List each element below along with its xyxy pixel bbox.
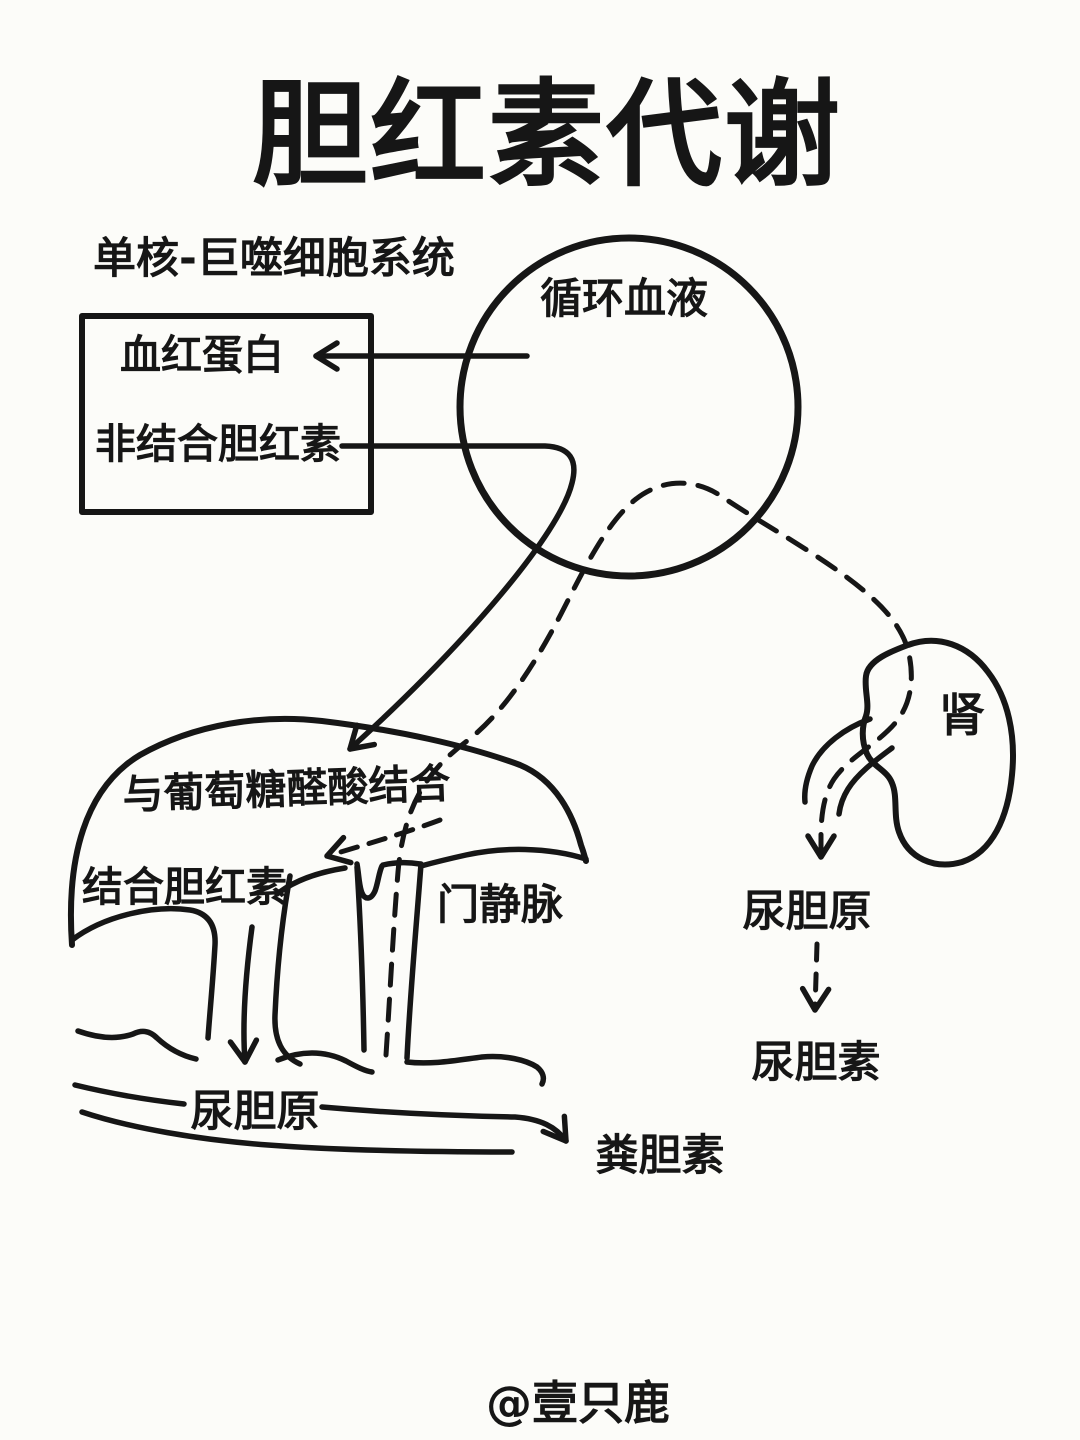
liver-bottom-right-edge bbox=[418, 846, 589, 869]
ureter-line-1 bbox=[802, 716, 873, 805]
arrow-bile-to-intestine bbox=[227, 924, 260, 1065]
kidney-outline bbox=[859, 637, 1016, 868]
liver-bottom-edge bbox=[274, 865, 348, 897]
intestine-line-1 bbox=[75, 1028, 199, 1062]
circulating-blood-label: 循环血液 bbox=[540, 274, 708, 323]
ureter-line-2 bbox=[836, 745, 895, 817]
diagram-title: 胆红素代谢 bbox=[252, 68, 842, 203]
portal-vein-shape bbox=[354, 861, 424, 1061]
liver-dome-outline bbox=[67, 715, 589, 948]
urobilin-label: 尿胆素 bbox=[752, 1038, 881, 1088]
arrow-unconjugated-to-liver bbox=[339, 443, 577, 752]
intestine-shape bbox=[72, 1028, 547, 1155]
stercobilin-label: 粪胆素 bbox=[596, 1131, 725, 1181]
liver-bottom-edge-right bbox=[380, 859, 423, 868]
liver-left-lobe-and-duct-wall bbox=[69, 906, 218, 1041]
portal-vein-right-wall bbox=[404, 861, 424, 1061]
intestine-line-3 bbox=[404, 1053, 547, 1087]
dashed-arrow-urobilinogen-to-urobilin bbox=[799, 941, 832, 1013]
conjugated-bilirubin-label: 结合胆红素 bbox=[82, 863, 287, 911]
dashed-arrow-back-to-liver bbox=[324, 817, 443, 866]
portal-vein-label: 门静脉 bbox=[437, 880, 564, 929]
portal-vein-left-wall bbox=[354, 864, 367, 1053]
macrophage-system-label: 单核-巨噬细胞系统 bbox=[93, 234, 455, 284]
signature: @壹只鹿 bbox=[486, 1376, 670, 1430]
bile-duct-right-wall bbox=[272, 873, 303, 1067]
glucuronic-conjugation-label: 与葡萄糖醛酸结合 bbox=[122, 760, 451, 819]
liver-shape bbox=[67, 715, 589, 1067]
dashed-path-intestine-to-kidney bbox=[383, 480, 914, 1058]
macrophage-system-box bbox=[79, 313, 374, 515]
unconjugated-bilirubin-label: 非结合胆红素 bbox=[95, 420, 341, 468]
arrow-to-stercobilin bbox=[319, 1104, 569, 1144]
kidney-label: 肾 bbox=[939, 688, 985, 742]
intestine-line-4 bbox=[72, 1082, 187, 1107]
circulating-blood-circle bbox=[456, 234, 802, 580]
hemoglobin-label: 血红蛋白 bbox=[120, 331, 284, 379]
intestine-line-5 bbox=[79, 1109, 515, 1155]
kidney-shape bbox=[802, 637, 1016, 868]
urobilinogen-urine-label: 尿胆原 bbox=[743, 887, 872, 937]
intestine-line-2 bbox=[275, 1050, 375, 1075]
urobilinogen-intestine-label: 尿胆原 bbox=[191, 1087, 320, 1137]
